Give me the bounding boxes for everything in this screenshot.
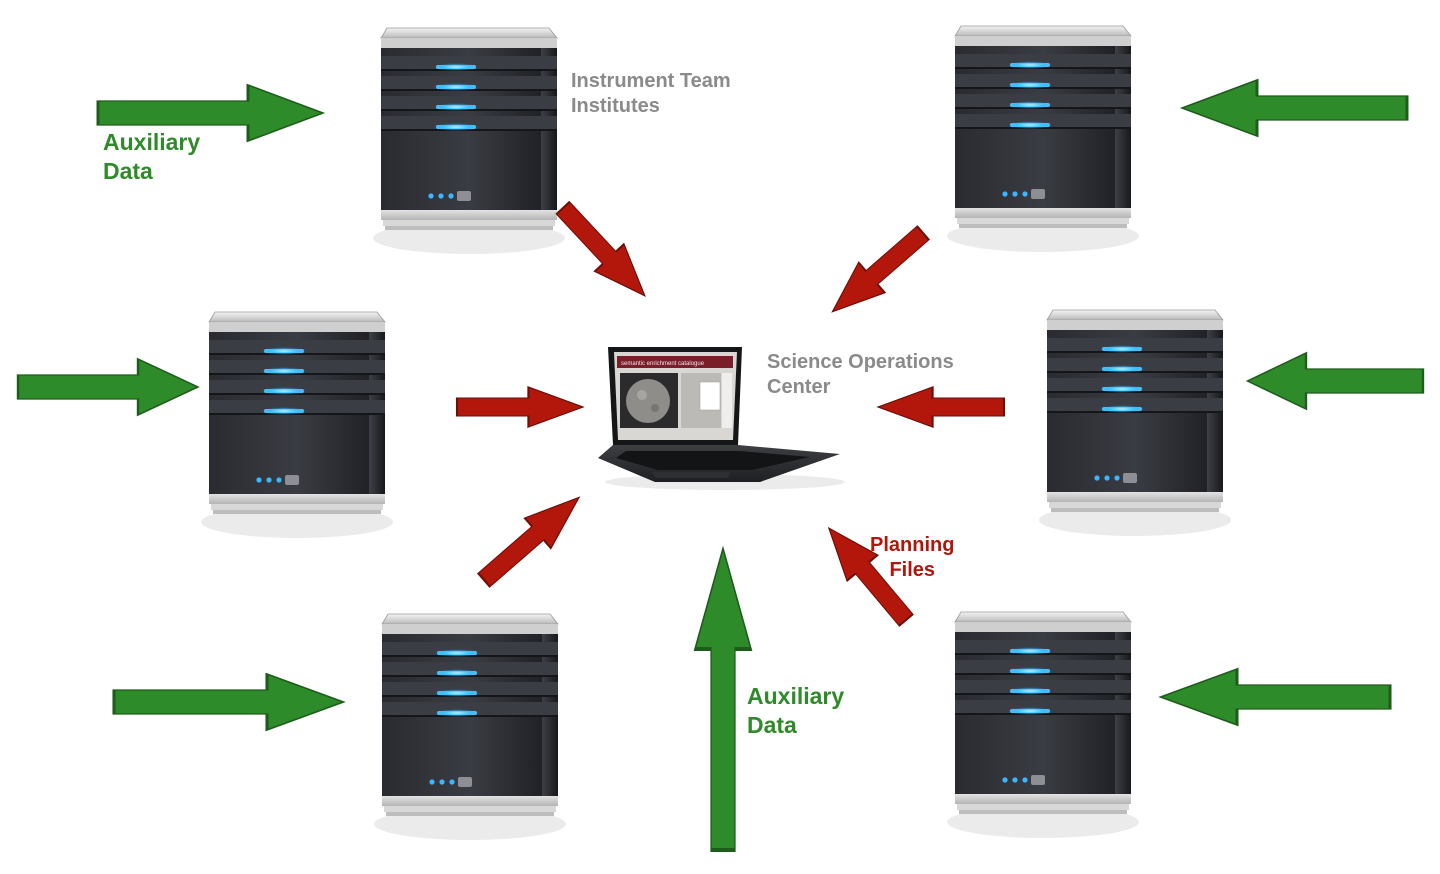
science-operations-center-label: Science Operations Center — [767, 350, 954, 400]
auxiliary-data-arrow-top-right — [1180, 78, 1409, 138]
instrument-team-label-line2: Institutes — [571, 95, 660, 117]
aux-top-line1: Auxiliary — [103, 129, 201, 155]
soc-label-line1: Science Operations — [767, 351, 954, 373]
auxiliary-data-arrow-middle-right — [1246, 351, 1425, 411]
auxiliary-data-label-bottom: Auxiliary Data — [747, 682, 844, 740]
auxiliary-data-arrow-bottom-center — [695, 549, 751, 851]
instrument-team-label-line1: Instrument Team — [571, 70, 731, 92]
planning-line1: Planning — [870, 534, 955, 556]
instrument-team-institutes-label: Instrument Team Institutes — [571, 69, 731, 119]
server-middle-right — [1038, 309, 1232, 537]
planning-line2: Files — [889, 559, 936, 581]
laptop-screen-header: semantic enrichment catalogue — [621, 361, 705, 367]
auxiliary-data-arrow-middle-left — [16, 357, 200, 417]
data-arrow-top-left-to-soc — [547, 193, 661, 311]
auxiliary-data-label-top: Auxiliary Data — [103, 128, 200, 186]
planning-files-label: Planning Files — [870, 533, 954, 583]
soc-label-line2: Center — [767, 376, 831, 398]
laptop-icon: semantic enrichment catalogue — [598, 347, 845, 490]
data-arrow-bottom-left-to-soc — [470, 481, 594, 596]
aux-bottom-line1: Auxiliary — [747, 683, 845, 709]
server-middle-left — [200, 311, 394, 539]
server-bottom-left — [373, 613, 567, 841]
auxiliary-data-arrow-bottom-left — [112, 672, 346, 732]
data-arrow-top-right-to-soc — [818, 217, 937, 328]
server-top-right — [946, 25, 1140, 253]
aux-bottom-line2: Data — [747, 711, 797, 738]
aux-top-line2: Data — [103, 157, 153, 184]
server-top-left — [372, 27, 566, 255]
server-bottom-right — [946, 611, 1140, 839]
data-arrow-middle-left-to-soc — [455, 385, 585, 429]
auxiliary-data-arrow-bottom-right — [1158, 667, 1392, 727]
